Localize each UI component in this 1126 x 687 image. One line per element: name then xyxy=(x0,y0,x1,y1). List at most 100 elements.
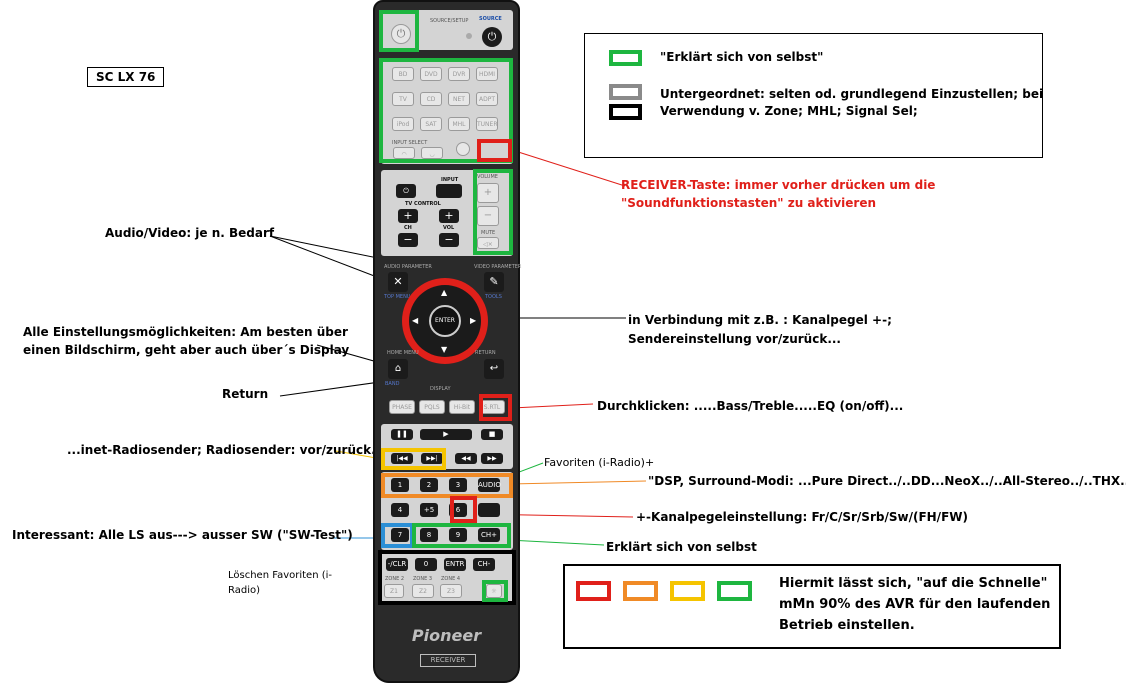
input-button-mhl[interactable]: MHL xyxy=(448,117,470,131)
pause-button[interactable]: ❚❚ xyxy=(391,429,413,440)
bottom-button-1[interactable]: 0 xyxy=(415,558,437,571)
cursor-up-icon[interactable]: ▲ xyxy=(441,288,448,297)
source-power-button[interactable]: ⏻ xyxy=(482,27,502,47)
input-select-left-button[interactable]: ◠ xyxy=(393,147,415,159)
home-menu-label: HOME MENU xyxy=(387,350,419,356)
input-button-tv[interactable]: TV xyxy=(392,92,414,106)
annotation-verbindung-1: in Verbindung mit z.B. : Kanalpegel +-; xyxy=(628,313,892,327)
annotation-audio-video: Audio/Video: je n. Bedarf xyxy=(105,226,275,240)
volume-up-button[interactable]: + xyxy=(477,183,499,203)
z2-button[interactable]: Z2 xyxy=(412,584,434,598)
cursor-down-icon[interactable]: ▼ xyxy=(441,345,448,354)
legend-grey-text-1: Untergeordnet: selten od. grundlegend Ei… xyxy=(660,87,1044,101)
tv-control-label: TV CONTROL xyxy=(405,201,441,207)
input-button-dvr[interactable]: DVR xyxy=(448,67,470,81)
ch-label: CH xyxy=(404,225,412,231)
digit-button-0-3[interactable]: AUDIO xyxy=(478,478,501,492)
legend-top: "Erklärt sich von selbst" Untergeordnet:… xyxy=(584,33,1043,158)
legend-green-swatch-2 xyxy=(717,581,752,601)
annotation-interessant: Interessant: Alle LS aus---> ausser SW (… xyxy=(12,528,353,542)
audio-parameter-button[interactable]: ✕ xyxy=(388,272,408,292)
highlight-digit6 xyxy=(450,496,477,523)
input-button-net[interactable]: NET xyxy=(448,92,470,106)
input-button-bd[interactable]: BD xyxy=(392,67,414,81)
input-button-dvd[interactable]: DVD xyxy=(420,67,442,81)
dsp-connector xyxy=(509,480,647,485)
top-menu-label: TOP MENU xyxy=(384,294,411,300)
legend-black-swatch xyxy=(609,104,642,120)
annotation-return: Return xyxy=(222,387,269,401)
input-button-hdmi[interactable]: HDMI xyxy=(476,67,498,81)
input-button-cd[interactable]: CD xyxy=(420,92,442,106)
input-button-tuner[interactable]: TUNER xyxy=(476,117,498,131)
play-button[interactable]: ▶ xyxy=(420,429,472,440)
z3-button[interactable]: Z3 xyxy=(440,584,462,598)
sound-button-pqls[interactable]: PQLS xyxy=(419,400,445,414)
video-parameter-button[interactable]: ✎ xyxy=(484,272,504,292)
annotation-verbindung-2: Sendereinstellung vor/zurück... xyxy=(628,332,841,346)
zone-label-3: ZONE 3 xyxy=(413,576,433,582)
tv-input-button[interactable] xyxy=(436,184,462,198)
digit-button-1-0[interactable]: 4 xyxy=(391,503,409,517)
vol-up-button[interactable]: + xyxy=(439,209,459,223)
sound-button-phase[interactable]: PHASE xyxy=(389,400,415,414)
input-button-sat[interactable]: SAT xyxy=(420,117,442,131)
next-button[interactable]: ▶▶| xyxy=(421,453,443,464)
receiver-power-button[interactable]: ⏻ xyxy=(391,24,411,44)
legend-green-text: "Erklärt sich von selbst" xyxy=(660,50,824,64)
sound-label: DISPLAY xyxy=(430,386,451,392)
annotation-kanalpegel: +-Kanalpegeleinstellung: Fr/C/Sr/Srb/Sw/… xyxy=(636,510,968,524)
input-button-ipod[interactable]: iPod xyxy=(392,117,414,131)
digit-button-1-1[interactable]: +5 xyxy=(420,503,438,517)
highlight-digit7 xyxy=(381,523,414,548)
vol-label: VOL xyxy=(443,225,455,231)
light-button[interactable]: ☼ xyxy=(486,584,502,598)
zone-label-4: ZONE 4 xyxy=(441,576,461,582)
highlight-receiver-button xyxy=(477,139,512,162)
sound-button-hibit[interactable]: Hi-Bit xyxy=(449,400,475,414)
input-label: INPUT xyxy=(441,177,459,183)
volume-down-button[interactable]: − xyxy=(477,206,499,226)
annotation-erklaert: Erklärt sich von selbst xyxy=(606,540,757,554)
cursor-left-icon[interactable]: ◀ xyxy=(412,316,419,325)
digit-button-2-2[interactable]: 9 xyxy=(449,528,467,542)
bottom-button-0[interactable]: -/CLR xyxy=(386,558,408,571)
return-button[interactable]: ↩ xyxy=(484,359,504,379)
cursor-right-icon[interactable]: ▶ xyxy=(470,316,477,325)
tv-power-button[interactable]: ⏻ xyxy=(396,184,416,198)
enter-button[interactable]: ENTER xyxy=(429,305,461,337)
zone-label-2: ZONE 2 xyxy=(385,576,405,582)
legend-green-swatch xyxy=(609,50,642,66)
digit-button-0-1[interactable]: 2 xyxy=(420,478,438,492)
digit-button-2-1[interactable]: 8 xyxy=(420,528,438,542)
annotation-receiver-2: "Soundfunktionstasten" zu aktivieren xyxy=(621,196,877,210)
z1-button[interactable]: Z1 xyxy=(384,584,404,598)
stop-button[interactable]: ■ xyxy=(481,429,503,440)
forward-button[interactable]: ▶▶ xyxy=(481,453,503,464)
input-button-adpt[interactable]: ADPT xyxy=(476,92,498,106)
digit-button-1-3[interactable] xyxy=(478,503,500,517)
prev-button[interactable]: |◀◀ xyxy=(391,453,413,464)
highlight-digits-row3 xyxy=(412,523,511,548)
vol-down-button[interactable]: − xyxy=(439,233,459,247)
tools-label: TOOLS xyxy=(485,294,502,300)
bottom-button-2[interactable]: ENTR xyxy=(444,558,466,571)
highlight-srtl xyxy=(479,394,512,421)
receiver-select-button[interactable] xyxy=(456,142,470,156)
bottom-button-3[interactable]: CH- xyxy=(473,558,495,571)
video-param-label: VIDEO PARAMETER xyxy=(474,264,522,270)
digit-button-0-2[interactable]: 3 xyxy=(449,478,467,492)
home-menu-button[interactable]: ⌂ xyxy=(388,359,408,379)
digit-button-0-0[interactable]: 1 xyxy=(391,478,409,492)
legend-grey-swatch xyxy=(609,84,642,100)
annotation-inet: ...inet-Radiosender; Radiosender: vor/zu… xyxy=(67,443,385,457)
mute-button[interactable]: ◁× xyxy=(477,237,499,249)
ch-up-button[interactable]: + xyxy=(398,209,418,223)
durchklicken-connector xyxy=(511,403,594,409)
ch-down-button[interactable]: − xyxy=(398,233,418,247)
digit-button-2-3[interactable]: CH+ xyxy=(478,528,500,542)
digit-button-2-0[interactable]: 7 xyxy=(391,528,409,542)
rewind-button[interactable]: ◀◀ xyxy=(455,453,477,464)
model-label: SC LX 76 xyxy=(96,70,156,84)
input-select-right-button[interactable]: ◡ xyxy=(421,147,443,159)
